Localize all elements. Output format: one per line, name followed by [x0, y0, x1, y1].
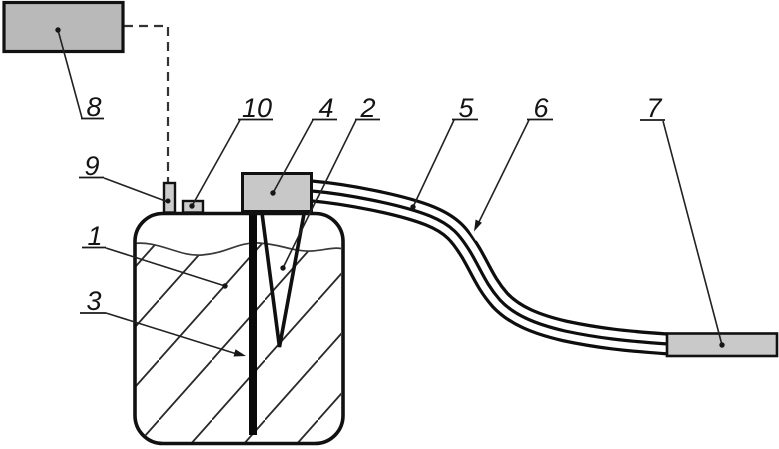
leader-dot-5: [410, 204, 416, 210]
callout-label-4: 4: [318, 93, 333, 123]
callout-labels: 8 9 1 3 10 4 2 5 6 7: [84, 92, 662, 316]
leader-8: [57, 29, 83, 119]
leader-dot-4: [270, 190, 276, 196]
callout-label-6: 6: [533, 93, 549, 123]
leader-4: [272, 119, 314, 194]
leader-5: [412, 119, 455, 208]
tank-outline: [133, 211, 345, 446]
callout-label-5: 5: [458, 93, 474, 123]
component-9-fitting: [162, 181, 177, 214]
callout-label-1: 1: [87, 221, 102, 251]
callout-label-8: 8: [86, 92, 101, 122]
leader-arrow-3: [233, 349, 246, 357]
leader-10: [191, 119, 241, 207]
callout-label-3: 3: [86, 286, 101, 316]
leader-dots: [55, 27, 725, 348]
liquid-hatch: [136, 242, 341, 442]
leader-dot-1: [222, 283, 228, 289]
leader-arrow-6: [474, 219, 482, 232]
leader-dot-10: [189, 203, 195, 209]
leader-6: [475, 119, 530, 229]
tank-contents: [136, 242, 341, 442]
leader-lines: [57, 29, 723, 356]
tube-inner-line: [311, 189, 669, 346]
tube-assembly: [310, 179, 669, 356]
callout-label-9: 9: [84, 151, 99, 181]
callout-underlines: [79, 117, 665, 314]
callout-label-2: 2: [359, 93, 375, 123]
tube-outer-wall: [310, 179, 669, 356]
component-8-box: [2, 0, 125, 54]
leader-dot-8: [55, 27, 61, 33]
leader-7: [662, 120, 723, 346]
dip-rod: [249, 212, 257, 435]
liquid-level-line: [136, 242, 341, 256]
callout-label-10: 10: [242, 93, 272, 123]
dashed-signal-line: [124, 24, 170, 182]
cone-probe: [260, 212, 306, 348]
leader-dot-2: [280, 265, 286, 271]
leader-dot-7: [719, 342, 725, 348]
tube-wall-gap: [461, 214, 482, 241]
leader-9: [103, 177, 169, 203]
component-4-box: [241, 172, 313, 213]
leader-1: [105, 247, 226, 287]
leader-3: [105, 312, 241, 356]
callout-label-7: 7: [646, 93, 662, 123]
leader-2: [282, 119, 357, 269]
leader-dot-9: [165, 198, 171, 204]
